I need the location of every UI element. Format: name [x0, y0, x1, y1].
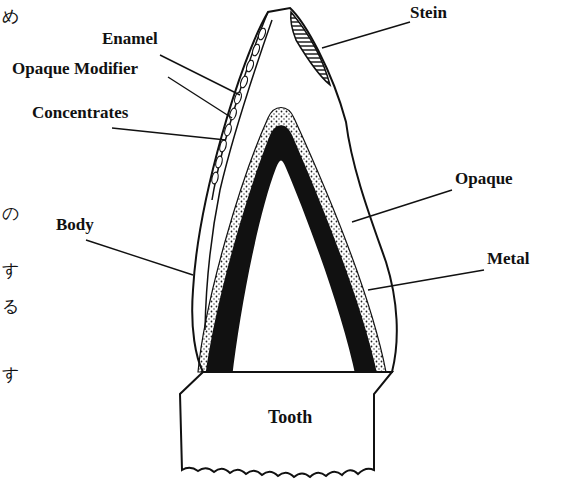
tooth-root: Tooth: [170, 370, 400, 487]
part-label: Concentrates: [32, 104, 128, 121]
part-label: Opaque: [455, 170, 513, 187]
node-text: Tooth: [268, 408, 312, 426]
root-outline: [170, 370, 400, 487]
part-label: Stein: [410, 4, 447, 21]
part-label: Enamel: [102, 30, 158, 47]
page-fragment: す: [2, 262, 19, 279]
part-label: Metal: [487, 250, 529, 267]
page-fragment: す: [2, 366, 19, 383]
page-fragment: め: [2, 8, 19, 25]
page-fragment: る: [2, 298, 19, 315]
part-label: Opaque Modifier: [12, 60, 138, 77]
part-label: Body: [56, 216, 94, 233]
page-fragment: の: [2, 205, 19, 222]
